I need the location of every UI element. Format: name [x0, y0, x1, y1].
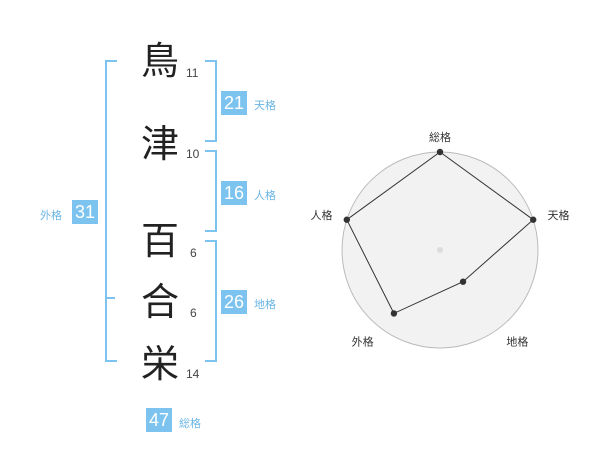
gaikaku-label: 外格: [40, 209, 62, 222]
radar-axis-label-2: 天格: [547, 208, 569, 222]
radar-polygon: [346, 151, 534, 315]
chikaku-label: 地格: [254, 298, 276, 311]
stroke-count-1: 11: [186, 66, 199, 80]
radar-point-4: [390, 310, 398, 317]
radar-axis-label-3: 地格: [506, 334, 528, 348]
tenkaku-label: 天格: [254, 99, 276, 112]
stroke-count-4: 6: [190, 306, 197, 320]
name-char-4: 合: [140, 280, 179, 324]
radar-axis-label-5: 人格: [311, 208, 333, 222]
name-char-1: 鳥: [140, 39, 179, 83]
gaikaku-bracket: [105, 60, 117, 362]
jinkaku-label: 人格: [254, 189, 276, 202]
radar-axis-label-1: 総格: [429, 130, 451, 144]
name-char-2: 津: [140, 122, 179, 166]
jinkaku-bracket: [205, 150, 217, 232]
soukaku-label: 総格: [179, 417, 201, 430]
gaikaku-bracket-tick: [105, 297, 115, 299]
radar-point-2: [530, 216, 537, 223]
gaikaku-value: 31: [72, 200, 98, 224]
radar-point-5: [343, 216, 350, 223]
radar-axis-label-4: 外格: [352, 334, 374, 348]
radar-point-1: [436, 148, 444, 156]
radar-points: [343, 148, 537, 317]
jinkaku-value: 16: [221, 181, 247, 205]
tenkaku-value: 21: [221, 91, 247, 115]
stroke-count-3: 6: [190, 246, 197, 260]
chikaku-bracket: [205, 240, 217, 362]
stroke-count-5: 14: [186, 367, 200, 381]
name-char-5: 栄: [140, 342, 179, 386]
soukaku-value: 47: [146, 408, 172, 432]
stroke-count-2: 10: [186, 147, 200, 161]
name-char-3: 百: [140, 219, 179, 263]
chikaku-value: 26: [221, 290, 247, 314]
radar-point-3: [459, 278, 467, 285]
tenkaku-bracket: [205, 60, 217, 142]
